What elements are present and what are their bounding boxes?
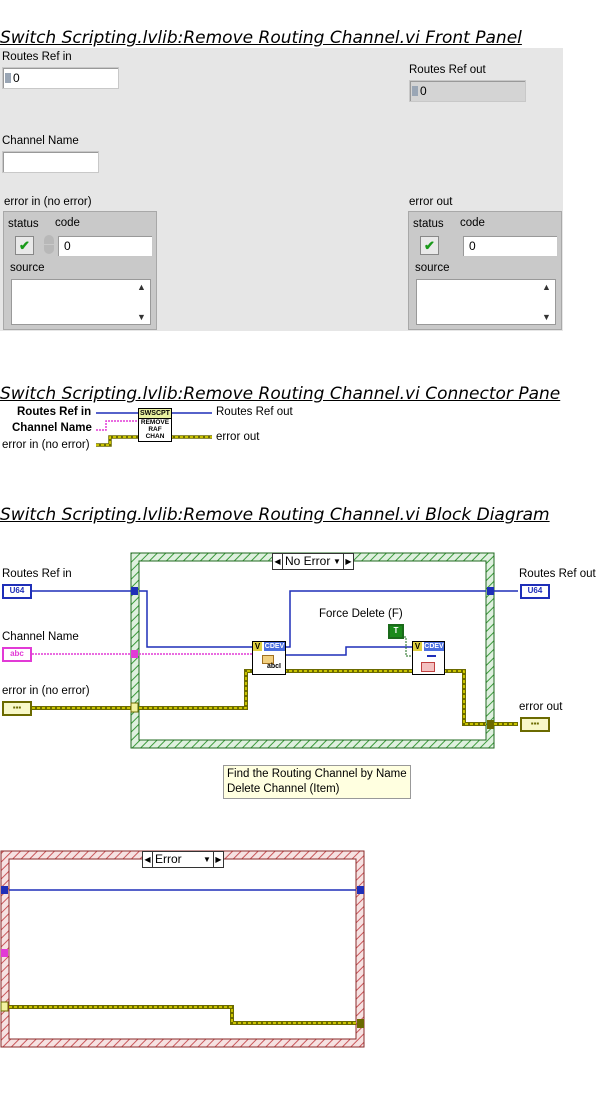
error-in-label: error in (no error) — [4, 196, 92, 208]
case-next-arrow-icon[interactable]: ▶ — [213, 852, 223, 867]
error-out-terminal[interactable]: ▪▪▪ — [520, 717, 550, 732]
error-in-source-label: source — [10, 262, 45, 274]
error-in-code-value: 0 — [64, 239, 71, 253]
error-tunnel-selector — [0, 1001, 9, 1012]
cp-input-error-in: error in (no error) — [2, 439, 90, 451]
channel-name-label: Channel Name — [2, 135, 79, 147]
source-scrollbar[interactable]: ▲▼ — [542, 282, 551, 322]
error-out-source-field: ▲▼ — [416, 279, 556, 325]
routes-ref-out-indicator: 0 — [409, 80, 526, 102]
subvi-logo-icon: V — [413, 642, 422, 651]
tunnel-ref-out — [487, 587, 494, 595]
cp-output-error-out: error out — [216, 431, 260, 443]
bd-label-force-delete: Force Delete (F) — [319, 608, 403, 620]
channel-name-input[interactable] — [2, 151, 99, 173]
error-out-code-value: 0 — [469, 239, 476, 253]
diagram-comment: Find the Routing Channel by Name Delete … — [223, 765, 411, 799]
bd-label-error-out: error out — [519, 701, 563, 713]
error-out-source-label: source — [415, 262, 450, 274]
error-tunnel-ref-out — [357, 886, 364, 894]
find-channel-subvi[interactable]: V CDEV abcI — [252, 641, 286, 675]
block-diagram-title: Switch Scripting.lvlib:Remove Routing Ch… — [0, 505, 550, 525]
routes-ref-in-value: 0 — [13, 71, 20, 85]
cp-input-channel-name: Channel Name — [12, 422, 92, 434]
bd-label-error-in: error in (no error) — [2, 685, 90, 697]
force-delete-constant[interactable]: T — [388, 624, 404, 639]
error-out-cluster: status code ✔ 0 source ▲▼ — [408, 211, 562, 330]
bd-label-routes-ref-in: Routes Ref in — [2, 568, 72, 580]
case-selector-no-error[interactable]: ◀ No Error ▼ ▶ — [272, 553, 354, 570]
error-in-status-label: status — [8, 218, 39, 230]
case-prev-arrow-icon[interactable]: ◀ — [273, 554, 283, 569]
subvi-1-sub: abcI — [267, 663, 282, 670]
source-scrollbar[interactable]: ▲▼ — [137, 282, 146, 322]
block-diagram-svg — [0, 552, 518, 1048]
error-in-code-field[interactable]: 0 — [57, 235, 153, 257]
case-selector-label: Error — [155, 852, 182, 866]
routes-ref-out-value: 0 — [420, 84, 427, 98]
vi-icon-line-2: RAF — [148, 426, 162, 433]
radix-icon[interactable] — [412, 86, 418, 96]
front-panel-title: Switch Scripting.lvlib:Remove Routing Ch… — [0, 28, 522, 48]
vi-icon-line-1: REMOVE — [140, 419, 170, 426]
error-in-code-spinner[interactable] — [44, 235, 54, 255]
case-selector-label: No Error — [285, 554, 331, 568]
error-tunnel-error-out — [357, 1019, 364, 1028]
error-out-code-field: 0 — [462, 235, 558, 257]
error-in-terminal[interactable]: ▪▪▪ — [2, 701, 32, 716]
vi-icon-header: SWSCPT — [139, 409, 171, 419]
error-in-cluster: status code ✔ 0 source ▲▼ — [3, 211, 157, 330]
error-out-status-label: status — [413, 218, 444, 230]
error-in-code-label: code — [55, 217, 80, 229]
case-selector-error[interactable]: ◀ Error ▼ ▶ — [142, 851, 224, 868]
case-prev-arrow-icon[interactable]: ◀ — [143, 852, 153, 867]
bd-label-routes-ref-out: Routes Ref out — [519, 568, 596, 580]
subvi-2-header: CDEV — [424, 642, 444, 651]
subvi-1-header: CDEV — [264, 642, 285, 651]
error-out-code-label: code — [460, 217, 485, 229]
routes-ref-in-terminal[interactable]: U64 — [2, 584, 32, 599]
routes-ref-in-label: Routes Ref in — [2, 51, 72, 63]
folder-icon — [262, 655, 274, 664]
cp-input-routes-ref-in: Routes Ref in — [17, 406, 92, 418]
channel-name-terminal[interactable]: abc — [2, 647, 32, 662]
bd-label-channel-name: Channel Name — [2, 631, 79, 643]
connector-pane-wires — [96, 412, 212, 447]
subvi-logo-icon: V — [253, 642, 262, 651]
tunnel-ref-in — [131, 587, 138, 595]
tunnel-error-selector — [130, 702, 139, 713]
case-dropdown-icon[interactable]: ▼ — [203, 855, 211, 864]
vi-icon: SWSCPT REMOVE RAF CHAN — [138, 408, 172, 442]
radix-icon[interactable] — [5, 73, 11, 83]
routes-ref-in-control[interactable]: 0 — [2, 67, 119, 89]
routes-ref-out-label: Routes Ref out — [409, 64, 486, 76]
minus-icon — [427, 655, 436, 657]
case-dropdown-icon[interactable]: ▼ — [333, 557, 341, 566]
error-in-status-checkbox[interactable]: ✔ — [15, 236, 34, 255]
case-next-arrow-icon[interactable]: ▶ — [343, 554, 353, 569]
delete-folder-icon — [421, 662, 435, 672]
vi-icon-line-3: CHAN — [145, 433, 165, 440]
error-out-label: error out — [409, 196, 453, 208]
comment-line-1: Find the Routing Channel by Name — [227, 768, 407, 780]
error-tunnel-ref-in — [1, 886, 8, 894]
cp-output-routes-ref-out: Routes Ref out — [216, 406, 293, 418]
connector-pane-title: Switch Scripting.lvlib:Remove Routing Ch… — [0, 384, 561, 404]
comment-line-2: Delete Channel (Item) — [227, 783, 340, 795]
error-in-source-field[interactable]: ▲▼ — [11, 279, 151, 325]
routes-ref-out-terminal[interactable]: U64 — [520, 584, 550, 599]
tunnel-channel-name — [131, 650, 138, 658]
delete-channel-subvi[interactable]: V CDEV — [412, 641, 445, 675]
error-out-status-led: ✔ — [420, 236, 439, 255]
tunnel-error-out — [487, 720, 494, 729]
front-panel: Routes Ref in 0 Routes Ref out 0 Channel… — [0, 48, 563, 331]
error-tunnel-channel-name — [1, 949, 8, 957]
